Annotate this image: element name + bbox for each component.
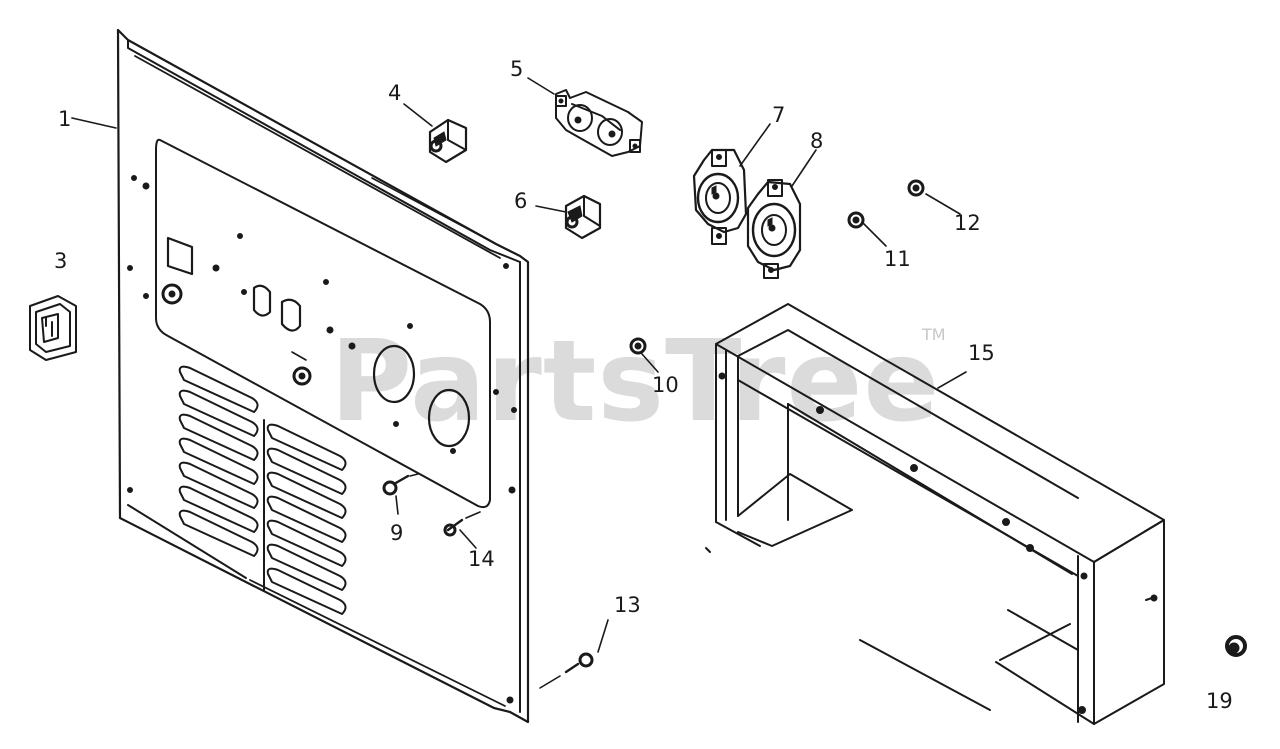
label-part-15: 15 xyxy=(968,341,995,365)
nut-part-12[interactable] xyxy=(907,179,925,197)
nut-part-11[interactable] xyxy=(847,211,865,229)
label-part-9: 9 xyxy=(390,521,403,545)
leader-lines xyxy=(71,77,967,653)
nut-part-10[interactable] xyxy=(629,337,647,355)
switch-part-3[interactable] xyxy=(29,295,77,361)
label-part-19: 19 xyxy=(1206,689,1233,713)
label-part-7: 7 xyxy=(772,103,785,127)
label-part-3: 3 xyxy=(54,249,67,273)
label-part-13: 13 xyxy=(614,593,641,617)
label-part-11: 11 xyxy=(884,247,911,271)
label-part-10: 10 xyxy=(652,373,679,397)
watermark-text: PartsTree xyxy=(330,317,940,447)
label-part-8: 8 xyxy=(810,129,823,153)
label-part-5: 5 xyxy=(510,57,523,81)
screw-part-14[interactable] xyxy=(443,511,481,537)
screw-part-13[interactable] xyxy=(539,652,594,689)
grommet-part-19[interactable] xyxy=(1225,635,1247,657)
control-panel-part-1[interactable] xyxy=(116,28,530,724)
label-part-4: 4 xyxy=(388,81,401,105)
vent-louvers-left xyxy=(178,365,259,557)
circuit-breaker-part-4[interactable] xyxy=(428,118,468,164)
label-part-12: 12 xyxy=(954,211,981,235)
duplex-outlet-part-5[interactable] xyxy=(555,89,643,157)
watermark-trademark: TM xyxy=(921,325,946,344)
label-part-14: 14 xyxy=(468,547,495,571)
label-part-1: 1 xyxy=(58,107,71,131)
receptacle-part-8[interactable] xyxy=(746,179,802,279)
label-part-6: 6 xyxy=(514,189,527,213)
screw-part-9[interactable] xyxy=(382,473,419,496)
housing-box-part-15[interactable] xyxy=(705,303,1165,725)
vent-louvers-right xyxy=(266,423,347,615)
breaker-part-6[interactable] xyxy=(564,194,602,240)
receptacle-part-7[interactable] xyxy=(692,148,748,245)
